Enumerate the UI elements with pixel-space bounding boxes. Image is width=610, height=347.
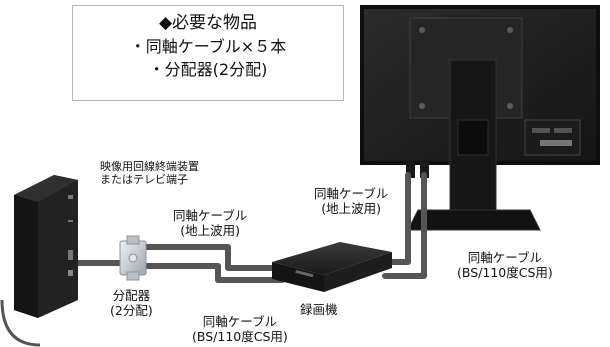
splitter-device <box>119 235 147 281</box>
items-box-item: ・同軸ケーブル×５本 <box>129 37 287 56</box>
label-splitter: 分配器 (2分配) <box>110 288 153 318</box>
label-cable-left-top: 同軸ケーブル (地上波用) <box>173 208 248 238</box>
cable-recorder-to-monitor-bs <box>382 172 427 279</box>
cables <box>65 172 427 283</box>
cable-recorder-to-monitor-terrestrial <box>382 172 411 265</box>
frame-edge <box>0 299 41 347</box>
items-box-title: ◆必要な物品 <box>158 13 258 33</box>
recorder-device <box>272 242 392 292</box>
label-cable-bottom: 同軸ケーブル (BS/110度CS用) <box>192 314 288 344</box>
label-cable-monitor: 同軸ケーブル (地上波用) <box>314 186 389 216</box>
terminal-device <box>14 175 78 318</box>
required-items-box: ◆必要な物品 ・同軸ケーブル×５本 ・分配器(2分配) <box>72 5 344 101</box>
cable-splitter-to-recorder-terrestrial <box>142 244 285 271</box>
cable-splitter-to-recorder-bs <box>142 263 285 283</box>
monitor <box>360 5 600 231</box>
label-terminal-device: 映像用回線終端装置 またはテレビ端子 <box>100 160 199 187</box>
label-recorder: 録画機 <box>300 302 338 317</box>
items-box-item: ・分配器(2分配) <box>148 60 268 79</box>
label-cable-right: 同軸ケーブル (BS/110度CS用) <box>457 250 553 280</box>
